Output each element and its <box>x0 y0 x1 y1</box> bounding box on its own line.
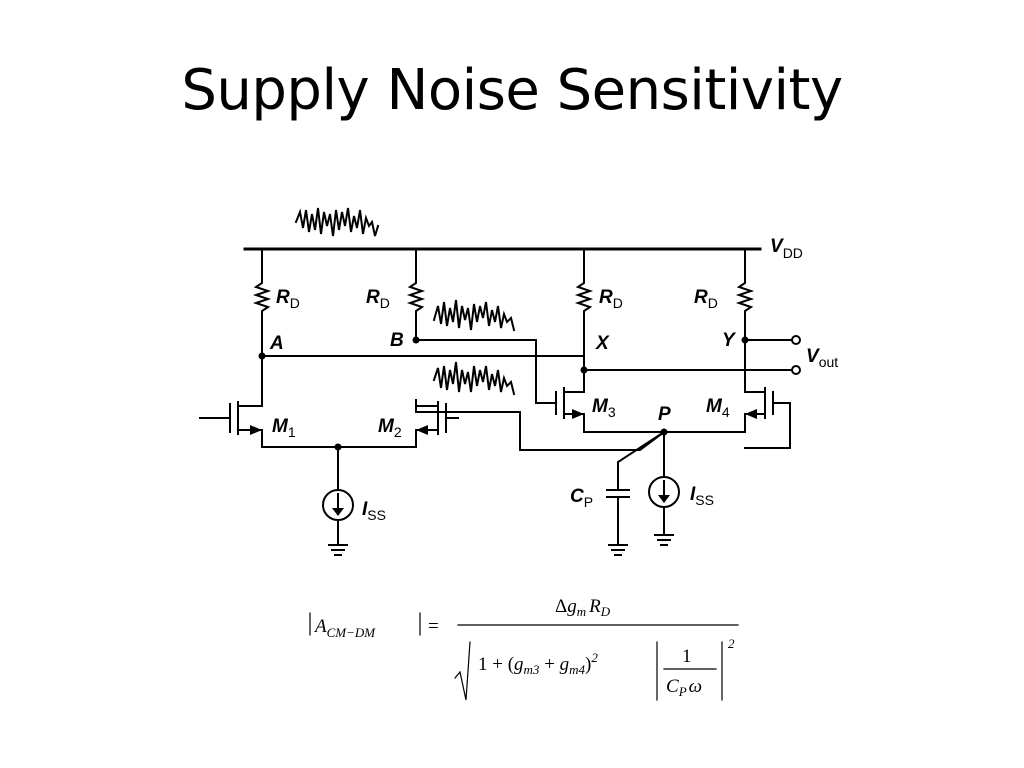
vout-terminal-top <box>791 335 801 345</box>
capacitor-cp <box>606 489 630 546</box>
vout-label: Vout <box>806 346 838 370</box>
eq-lhs: ACM−DM <box>313 616 376 640</box>
eq-denominator: 1 + (gm3 + gm4)2 <box>478 650 598 677</box>
resistor-b-label: RD <box>366 287 390 311</box>
m3-label: M3 <box>592 396 616 420</box>
supply-noise-waveform <box>294 207 380 237</box>
ground-right-icon <box>654 534 674 546</box>
ground-cap-icon <box>608 544 628 556</box>
resistor-y <box>735 248 755 341</box>
m2-label: M2 <box>378 416 402 440</box>
current-source-left <box>322 489 354 546</box>
resistor-a-label: RD <box>276 287 300 311</box>
slide-title: Supply Noise Sensitivity <box>181 58 843 123</box>
wire-m2-to-p <box>415 399 666 451</box>
ground-left-icon <box>328 544 348 556</box>
eq-sqrt-sign <box>454 641 471 701</box>
resistor-x <box>574 248 594 371</box>
capacitor-wire <box>617 430 666 491</box>
transistor-m2 <box>415 399 459 448</box>
node-p-label: P <box>658 404 671 425</box>
node-b-dot <box>412 336 420 344</box>
current-source-right <box>648 476 680 536</box>
eq-inner-numerator: 1 <box>682 646 692 667</box>
gate-noise-waveform-top <box>432 299 516 332</box>
m1-label: M1 <box>272 416 296 440</box>
iss-left-label: ISS <box>362 499 386 523</box>
resistor-a <box>252 248 272 357</box>
vdd-label: VDD <box>770 236 803 261</box>
node-x-label: X <box>595 333 610 354</box>
transistor-m1 <box>199 355 263 448</box>
gate-noise-waveform-bottom <box>432 361 516 396</box>
transistor-m4 <box>744 339 791 449</box>
wire-b-to-m3-gate <box>415 339 557 404</box>
iss-right-label: ISS <box>690 484 714 508</box>
cp-label: CP <box>570 486 593 510</box>
resistor-y-label: RD <box>694 287 718 311</box>
node-y-label: Y <box>722 330 737 351</box>
vout-terminal-bottom <box>791 365 801 375</box>
node-a-label: A <box>269 333 284 354</box>
resistor-x-label: RD <box>599 287 623 311</box>
m4-label: M4 <box>706 396 730 420</box>
resistor-b <box>406 248 426 341</box>
eq-outer-square: 2 <box>728 636 735 651</box>
eq-equals: = <box>428 616 439 637</box>
node-b-label: B <box>390 330 404 351</box>
transistor-m3 <box>555 369 585 433</box>
